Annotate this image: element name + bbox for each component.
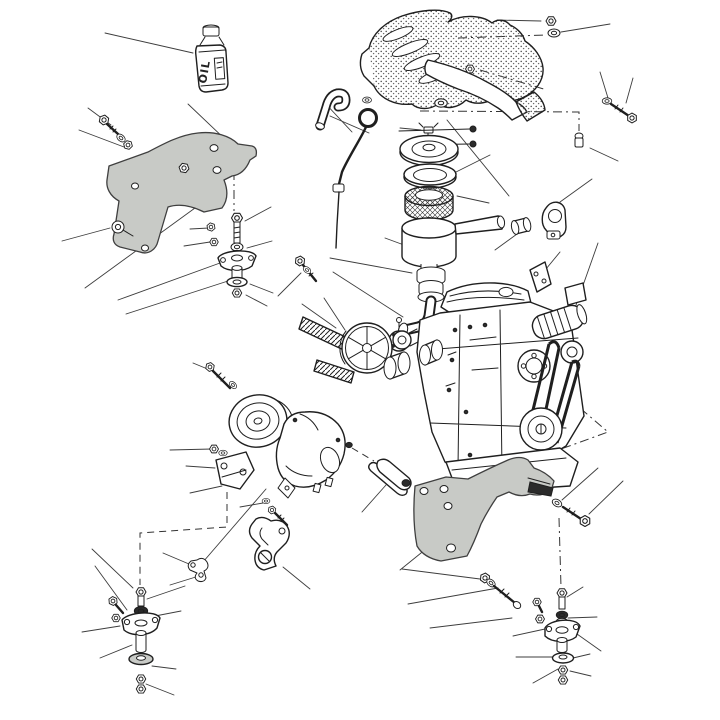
heat-shield-tongue <box>424 59 528 121</box>
mount-right-side-bolt <box>532 597 545 624</box>
heat-shield <box>359 9 639 148</box>
leader-lines <box>61 19 634 696</box>
shield-nut-2 <box>465 64 475 74</box>
mount-side-nut <box>209 237 219 247</box>
air-cleaner-lid <box>399 134 459 167</box>
generator <box>275 411 346 499</box>
mount-side-bolt <box>205 221 217 233</box>
engine-lifting-bracket <box>529 261 552 293</box>
heat-shield-end-flange <box>359 47 375 87</box>
engine-mount-front <box>205 212 257 298</box>
shield-washer-2 <box>434 98 448 108</box>
shield-washer <box>547 28 561 38</box>
filter-element <box>404 185 454 221</box>
lifting-hook <box>315 88 351 131</box>
generator-group <box>187 360 346 583</box>
dipstick <box>332 108 378 249</box>
air-cleaner <box>398 122 567 278</box>
shield-bolt <box>601 97 639 125</box>
air-cleaner-body <box>401 215 506 278</box>
mount-right-long-bolt <box>477 571 522 610</box>
drive-belt-lower <box>313 359 355 384</box>
crankshaft-pulley <box>519 407 563 451</box>
shield-nut <box>545 16 557 26</box>
dynamo <box>531 304 588 340</box>
generator-washer <box>218 449 228 457</box>
engine-mount-right <box>477 571 581 685</box>
pulley-spacers <box>383 339 443 380</box>
generator-through-bolt <box>203 360 239 391</box>
bracket-bolt-on-flange <box>111 220 134 237</box>
oil-label: OIL <box>196 59 213 84</box>
bracket-right-bolt <box>550 497 593 529</box>
spacer-tube <box>345 441 412 496</box>
oil-bottle: OIL <box>194 24 229 93</box>
engine <box>416 261 588 493</box>
mid-bolt <box>292 254 318 283</box>
fan-pulley <box>339 322 393 374</box>
shield-fitting <box>574 132 584 148</box>
intake-bush <box>510 217 532 235</box>
intake-snorkel <box>454 215 505 235</box>
generator-nut <box>209 444 219 454</box>
adjusting-link <box>248 516 290 571</box>
water-pump <box>392 328 419 350</box>
bracket-bolt <box>96 112 134 151</box>
mounting-bracket-right <box>413 456 593 562</box>
mounting-bracket-left <box>96 112 258 254</box>
fan-drive <box>292 254 443 384</box>
support-clip <box>541 201 567 240</box>
generator-pulley <box>228 394 294 448</box>
engine-side-bracket <box>564 282 587 306</box>
oil-filler-cap <box>498 286 514 298</box>
engine-mount-left <box>106 587 161 694</box>
adjuster-lever <box>187 557 209 583</box>
generator-bracket <box>215 451 255 490</box>
air-cleaner-gasket <box>403 163 457 189</box>
mount-left-side-bolt <box>106 595 125 623</box>
